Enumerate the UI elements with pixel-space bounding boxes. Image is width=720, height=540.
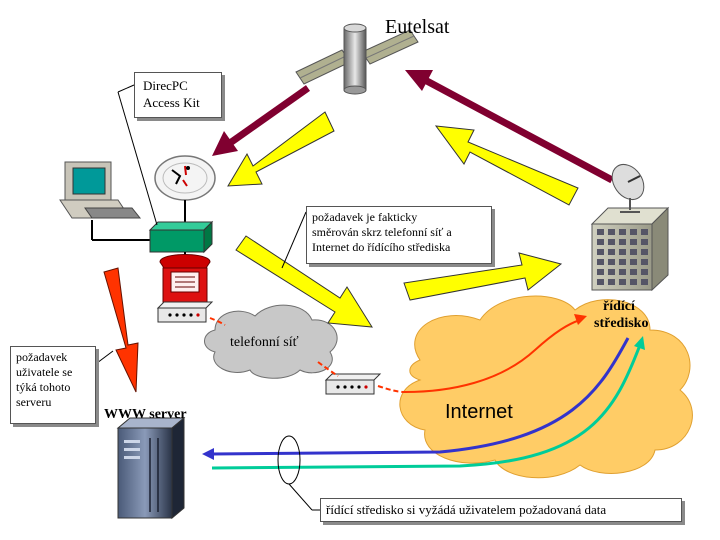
building-window <box>641 249 648 255</box>
line-highlight-ellipse <box>277 435 301 485</box>
user-request-callout: požadavek uživatele se týká tohoto serve… <box>10 346 96 424</box>
building-window <box>641 269 648 275</box>
building-window <box>597 249 604 255</box>
building-window <box>597 279 604 285</box>
internet-cloud <box>399 295 693 479</box>
building-window <box>608 249 615 255</box>
building-windows <box>597 229 648 285</box>
building-window <box>619 259 626 265</box>
control-center-label-line1: řídící <box>603 299 636 314</box>
building-window <box>619 239 626 245</box>
building-window <box>630 259 637 265</box>
building-window <box>597 269 604 275</box>
access-kit-line2: Access Kit <box>143 95 200 110</box>
building-window <box>630 249 637 255</box>
control-center-request-callout: řídící středisko si vyžádá uživatelem po… <box>320 498 682 522</box>
telephone-network-cloud <box>204 304 338 379</box>
www-server-icon <box>116 416 186 520</box>
building-window <box>608 259 615 265</box>
building-window <box>619 279 626 285</box>
modem-line-to-internet <box>377 385 406 393</box>
phone-route-line2: směrován skrz telefonní síť a <box>312 225 452 239</box>
building-window <box>641 259 648 265</box>
uplink-arrows <box>212 70 614 184</box>
building-window <box>608 239 615 245</box>
telephone-network-label: telefonní síť <box>230 335 299 350</box>
control-center-request-text: řídící středisko si vyžádá uživatelem po… <box>326 502 607 517</box>
building-window <box>630 279 637 285</box>
building-dish-icon <box>611 163 645 213</box>
user-request-arrow <box>103 267 139 393</box>
phone-modem-icon <box>156 301 214 323</box>
computer-icon <box>59 161 152 241</box>
satellite-label: Eutelsat <box>385 16 450 38</box>
highlight-leader <box>288 483 313 511</box>
internet-modem-icon <box>324 373 382 395</box>
building-window <box>619 249 626 255</box>
user-request-leader <box>96 350 114 364</box>
building-window <box>641 239 648 245</box>
phone-route-callout: požadavek je fakticky směrován skrz tele… <box>306 206 492 264</box>
phone-line-to-modem <box>317 361 339 377</box>
control-center-label-line2: středisko <box>594 316 648 331</box>
access-kit-callout: DirecPC Access Kit <box>134 72 222 118</box>
phone-route-line1: požadavek je fakticky <box>312 210 418 224</box>
building-window <box>608 279 615 285</box>
data-return-line-teal <box>211 344 642 470</box>
direcpc-modem-icon <box>148 220 214 260</box>
user-request-line2: uživatele se <box>16 365 73 379</box>
user-request-line3: týká tohoto <box>16 380 71 394</box>
user-request-line4: serveru <box>16 395 52 409</box>
building-window <box>641 229 648 235</box>
access-kit-line1: DirecPC <box>143 78 188 93</box>
internet-label: Internet <box>445 401 513 423</box>
satellite-icon <box>295 23 419 95</box>
building-window <box>608 269 615 275</box>
phone-route-leader <box>281 211 307 269</box>
building-window <box>608 229 615 235</box>
telephone-icon <box>159 254 211 303</box>
www-server-label: WWW server <box>104 407 187 422</box>
phone-line-to-cloud <box>209 317 226 326</box>
building-window <box>597 259 604 265</box>
access-kit-leader <box>117 84 135 93</box>
user-request-line1: požadavek <box>16 350 68 364</box>
request-route-line <box>404 319 581 393</box>
building-window <box>619 229 626 235</box>
building-window <box>630 269 637 275</box>
building-window <box>597 239 604 245</box>
data-request-line-blue <box>211 337 630 456</box>
access-kit-leader-2 <box>117 91 158 226</box>
building-window <box>619 269 626 275</box>
satellite-dish-icon <box>154 155 216 228</box>
building-window <box>630 239 637 245</box>
data-flow-arrows <box>227 111 579 328</box>
phone-route-line3: Internet do řídícího střediska <box>312 240 451 254</box>
building-window <box>641 279 648 285</box>
building-window <box>597 229 604 235</box>
building-window <box>630 229 637 235</box>
